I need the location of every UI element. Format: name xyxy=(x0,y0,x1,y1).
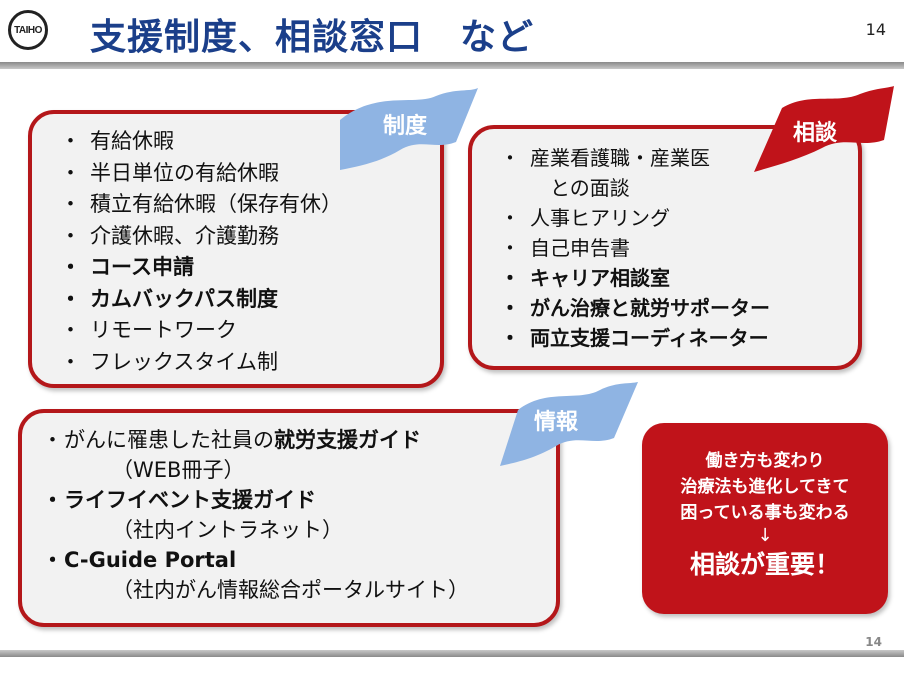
taiho-logo: TAIHO xyxy=(8,10,48,50)
list-item: ・カムバックパス制度 xyxy=(60,286,278,311)
soudan-list: ・産業看護職・産業医 との面談 ・人事ヒアリング ・自己申告書 ・キャリア相談室… xyxy=(500,143,770,353)
list-item: ・半日単位の有給休暇 xyxy=(60,160,279,185)
list-item: ・自己申告書 xyxy=(500,236,630,260)
notice-line-3: 困っている事も変わる xyxy=(680,503,850,523)
list-item: ・キャリア相談室 xyxy=(500,266,670,290)
jouhou-list: ・がんに罹患した社員の就労支援ガイド （WEB冊子） ・ライフイベント支援ガイド… xyxy=(42,425,469,605)
slide-title: 支援制度、相談窓口 など xyxy=(90,17,535,58)
list-item: ・がん治療と就労サポーター xyxy=(500,296,770,320)
seido-label: 制度 xyxy=(383,114,428,139)
list-item: ・ライフイベント支援ガイド xyxy=(42,488,316,512)
list-item-sub: （WEB冊子） xyxy=(112,458,245,482)
jouhou-flag xyxy=(500,382,638,466)
slide-header: TAIHO 支援制度、相談窓口 など 14 xyxy=(0,0,904,62)
down-arrow-icon: ↓ xyxy=(757,525,773,546)
page-number-top: 14 xyxy=(865,20,886,39)
list-item: ・がんに罹患した社員の就労支援ガイド xyxy=(42,428,421,452)
notice-line-2: 治療法も進化してきて xyxy=(680,477,850,497)
jouhou-box: ・がんに罹患した社員の就労支援ガイド （WEB冊子） ・ライフイベント支援ガイド… xyxy=(18,409,560,627)
seido-flag xyxy=(340,88,478,170)
soudan-box: ・産業看護職・産業医 との面談 ・人事ヒアリング ・自己申告書 ・キャリア相談室… xyxy=(468,125,862,370)
list-item: ・介護休暇、介護勤務 xyxy=(60,223,279,248)
list-item: ・積立有給休暇（保存有休） xyxy=(60,192,342,216)
page-number-bottom: 14 xyxy=(865,635,882,649)
soudan-label: 相談 xyxy=(793,121,838,146)
jouhou-label: 情報 xyxy=(534,410,579,435)
list-item: ・有給休暇 xyxy=(60,129,174,153)
list-item: ・人事ヒアリング xyxy=(500,206,670,230)
list-item: ・C-Guide Portal xyxy=(42,548,237,572)
seido-list: ・有給休暇 ・半日単位の有給休暇 ・積立有給休暇（保存有休） ・介護休暇、介護勤… xyxy=(60,126,342,378)
notice-line-1: 働き方も変わり xyxy=(705,451,825,471)
list-item: ・フレックスタイム制 xyxy=(60,349,278,374)
list-item: ・両立支援コーディネーター xyxy=(500,326,769,350)
list-item: ・コース申請 xyxy=(60,255,194,279)
list-item-sub: （社内がん情報総合ポータルサイト） xyxy=(112,578,469,602)
list-item-sub: （社内イントラネット） xyxy=(112,518,343,542)
notice-emphasis: 相談が重要！ xyxy=(689,550,840,579)
notice-box: 働き方も変わり 治療法も進化してきて 困っている事も変わる ↓ 相談が重要！ xyxy=(642,423,888,614)
list-item: との面談 xyxy=(530,176,630,200)
list-item: ・産業看護職・産業医 xyxy=(500,146,710,170)
header-rule xyxy=(0,62,904,69)
footer-rule xyxy=(0,650,904,657)
list-item: ・リモートワーク xyxy=(60,318,237,342)
soudan-flag xyxy=(754,86,894,172)
